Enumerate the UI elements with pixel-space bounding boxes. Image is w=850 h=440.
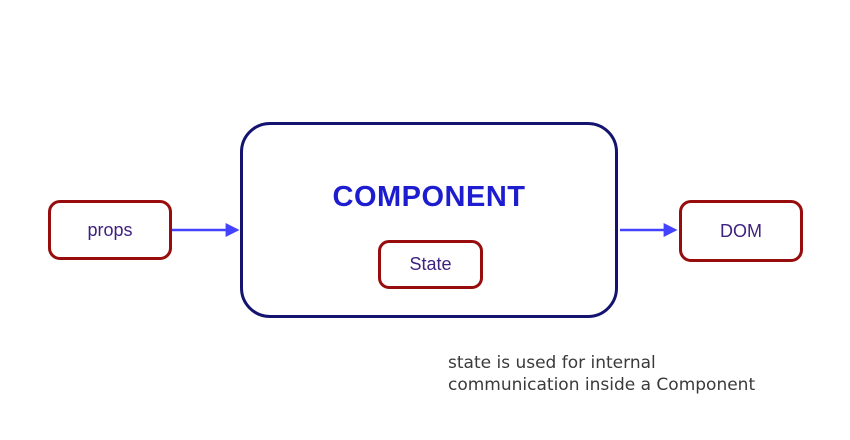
caption-text: state is used for internal communication… bbox=[448, 353, 755, 396]
state-box-label: State bbox=[409, 254, 452, 274]
props-box: props bbox=[48, 200, 172, 260]
caption-line-1: state is used for internal bbox=[448, 353, 656, 373]
caption-line-2: communication inside a Component bbox=[448, 374, 756, 395]
state-box: State bbox=[378, 240, 483, 289]
component-box: COMPONENT State bbox=[240, 122, 618, 318]
dom-box: DOM bbox=[679, 200, 803, 262]
component-box-label: COMPONENT bbox=[332, 181, 526, 213]
props-box-label: props bbox=[87, 219, 133, 240]
dom-box-label: DOM bbox=[720, 220, 762, 241]
